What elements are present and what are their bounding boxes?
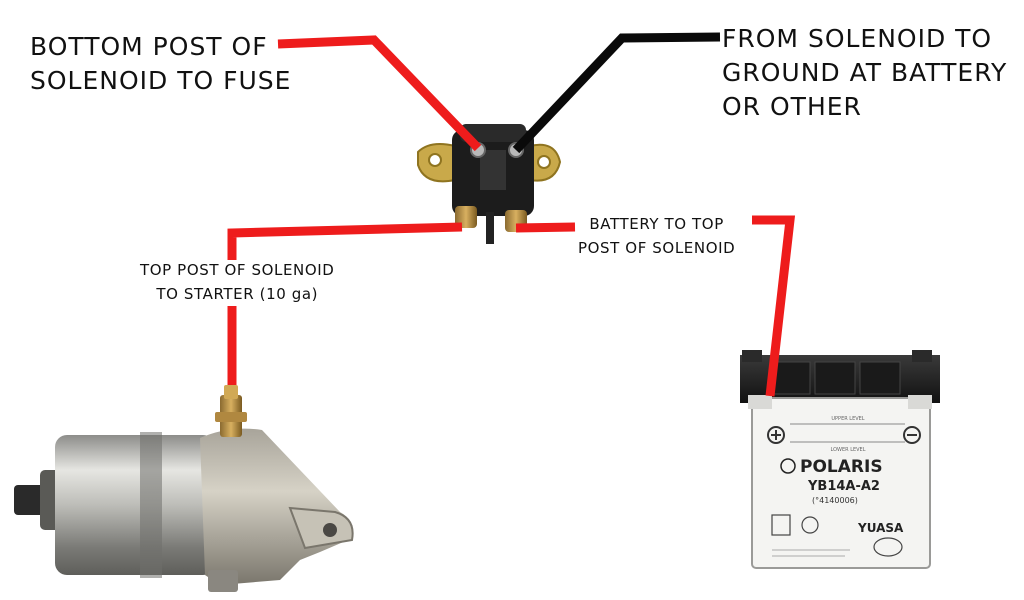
battery-maker: YUASA xyxy=(857,521,904,535)
label-top-post-line2-end: ) xyxy=(311,285,319,303)
label-top-post-gauge: ga xyxy=(291,285,312,303)
label-from-solenoid-line1: FROM SOLENOID TO xyxy=(722,24,993,53)
wire-solenoid-to-ground xyxy=(512,32,721,154)
label-from-solenoid-line3: OR OTHER xyxy=(722,92,862,121)
wires xyxy=(227,32,796,397)
wire-battery-to-solenoid-right xyxy=(752,215,796,397)
label-battery-line1: BATTERY TO TOP xyxy=(589,215,724,233)
label-battery-to-top-post: BATTERY TO TOP POST OF SOLENOID xyxy=(578,212,735,260)
label-solenoid-to-ground: FROM SOLENOID TO GROUND AT BATTERY OR OT… xyxy=(722,22,1007,124)
recycle-icon xyxy=(801,516,819,534)
battery-seal-icon xyxy=(873,537,903,557)
label-bottom-post-line1: BOTTOM POST OF xyxy=(30,32,268,61)
battery-brand: POLARIS xyxy=(800,457,883,477)
label-top-post-line2: TO STARTER (10 ga) xyxy=(140,282,334,306)
solenoid-relay-icon xyxy=(417,124,562,244)
battery-part-number: (°4140006) xyxy=(812,496,858,505)
battery-upper-level: UPPER LEVEL xyxy=(831,416,864,422)
label-top-post-to-starter: TOP POST OF SOLENOID TO STARTER (10 ga) xyxy=(140,258,334,306)
battery-model: YB14A-A2 xyxy=(807,479,880,494)
wire-solenoid-to-starter xyxy=(227,222,463,260)
label-bottom-post-line2: SOLENOID TO FUSE xyxy=(30,66,292,95)
label-top-post-line2-main: TO STARTER (10 xyxy=(156,285,292,303)
battery-lower-level: LOWER LEVEL xyxy=(830,447,865,453)
wire-battery-to-solenoid xyxy=(515,222,576,233)
wire-bottom-post-to-fuse xyxy=(277,35,482,152)
label-top-post-line1: TOP POST OF SOLENOID xyxy=(140,261,335,279)
starter-motor-icon xyxy=(14,385,354,592)
label-from-solenoid-line2: GROUND AT BATTERY xyxy=(722,58,1008,87)
label-bottom-post-to-fuse: BOTTOM POST OF SOLENOID TO FUSE xyxy=(30,30,291,98)
recycle-bin-icon xyxy=(771,514,791,536)
battery-icon: UPPER LEVEL LOWER LEVEL POLARIS YB14A-A2… xyxy=(740,350,940,569)
label-battery-line2: POST OF SOLENOID xyxy=(578,239,736,257)
